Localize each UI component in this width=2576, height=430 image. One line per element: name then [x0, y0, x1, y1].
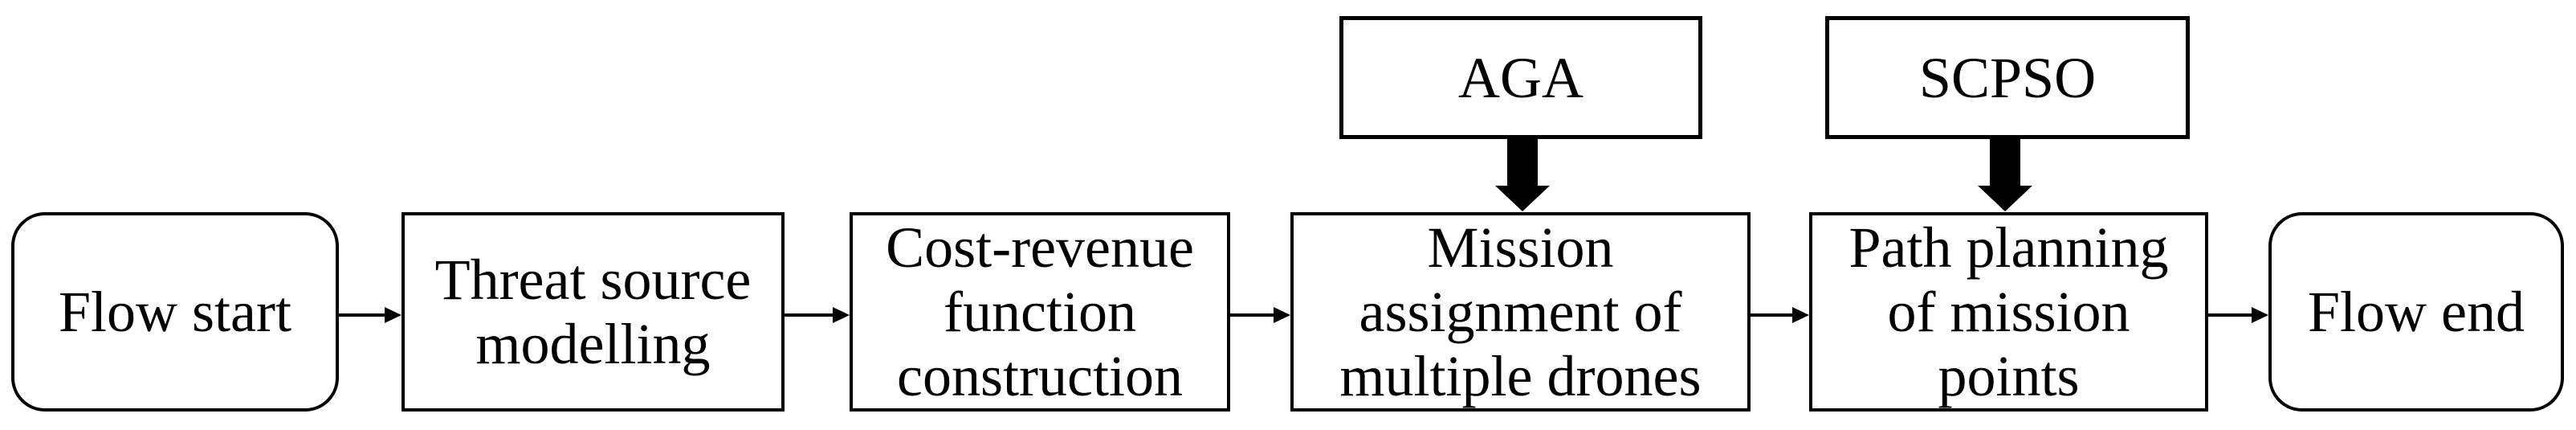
node-cost-revenue-function: Cost-revenue function construction	[850, 212, 1230, 412]
arrow-start-to-threat	[339, 307, 401, 323]
node-path-planning-label: Path planning of mission points	[1848, 215, 2169, 408]
node-aga-label: AGA	[1458, 45, 1584, 110]
node-flow-start: Flow start	[11, 212, 339, 412]
arrow-head-icon	[1495, 186, 1550, 211]
aga-to-mission-arrow	[1495, 138, 1550, 211]
scpso-to-path-arrow	[1978, 138, 2032, 211]
node-cost-revenue-label: Cost-revenue function construction	[886, 215, 1194, 408]
arrow-head-icon	[833, 307, 850, 323]
arrow-line	[1751, 313, 1792, 317]
node-path-planning: Path planning of mission points	[1809, 212, 2208, 412]
arrow-path-to-end	[2208, 307, 2268, 323]
arrow-cost-to-mission	[1230, 307, 1290, 323]
arrow-line	[2208, 313, 2252, 317]
arrow-head-icon	[1978, 186, 2032, 211]
node-flow-start-label: Flow start	[58, 280, 291, 344]
arrow-shaft	[1990, 138, 2020, 186]
node-flow-end: Flow end	[2268, 212, 2564, 412]
node-threat-source-modelling: Threat source modelling	[401, 212, 785, 412]
node-flow-end-label: Flow end	[2308, 280, 2525, 344]
arrow-threat-to-cost	[785, 307, 850, 323]
arrow-head-icon	[1274, 307, 1290, 323]
arrow-head-icon	[2252, 307, 2268, 323]
arrow-line	[785, 313, 833, 317]
node-scpso: SCPSO	[1825, 16, 2190, 139]
arrow-head-icon	[1792, 307, 1809, 323]
node-threat-source-label: Threat source modelling	[434, 248, 752, 376]
node-mission-assignment-label: Mission assignment of multiple drones	[1339, 215, 1702, 408]
arrow-shaft	[1507, 138, 1538, 186]
arrow-line	[1230, 313, 1274, 317]
node-scpso-label: SCPSO	[1918, 45, 2097, 110]
arrow-line	[339, 313, 385, 317]
node-mission-assignment: Mission assignment of multiple drones	[1290, 212, 1751, 412]
arrow-mission-to-path	[1751, 307, 1809, 323]
node-aga: AGA	[1339, 16, 1702, 139]
arrow-head-icon	[385, 307, 401, 323]
